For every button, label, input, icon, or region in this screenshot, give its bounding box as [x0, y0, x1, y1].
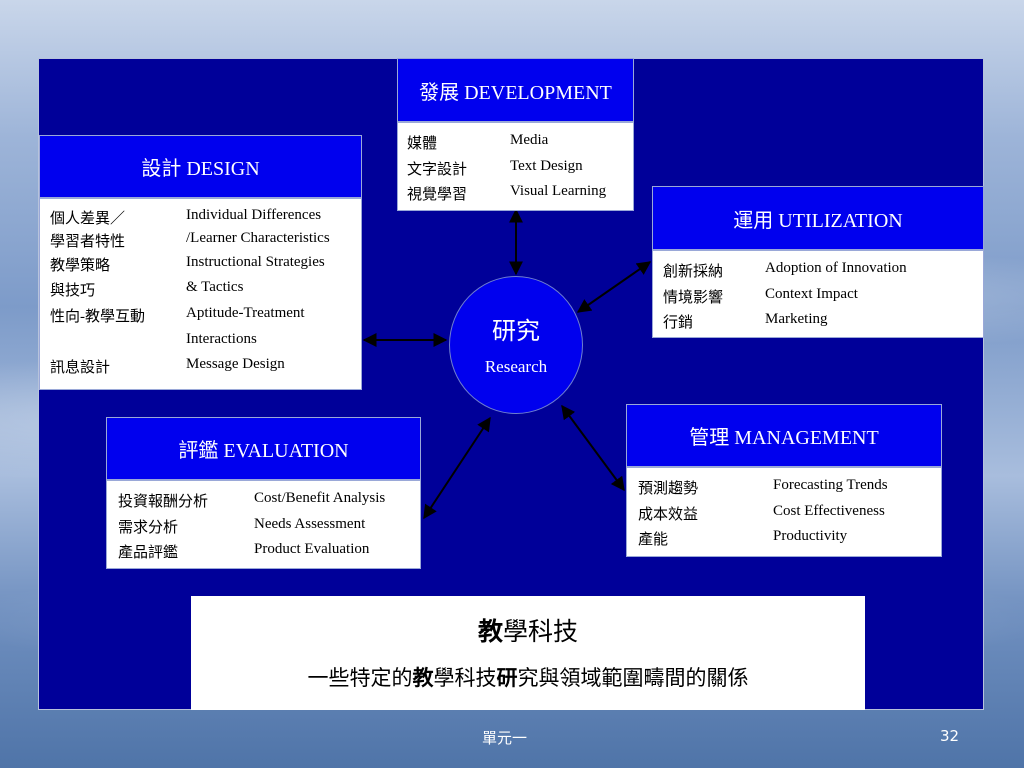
research-label-zh: 研究	[492, 319, 540, 345]
design-box: 設計 DESIGN 個人差異／Individual Differences 學習…	[39, 135, 362, 390]
management-title: 管理 MANAGEMENT	[626, 404, 942, 467]
arrow-research-management	[561, 404, 625, 492]
caption-title: 教學科技	[477, 617, 579, 646]
research-node: 研究 Research	[449, 276, 583, 414]
footer-unit: 單元一	[482, 729, 528, 747]
caption-box: 教學科技 一些特定的教學科技研究與領域範圍疇間的關係	[191, 596, 865, 710]
arrow-research-utilization	[576, 261, 652, 313]
design-body: 個人差異／Individual Differences 學習者特性/Learne…	[39, 198, 362, 390]
caption-subtitle: 一些特定的教學科技研究與領域範圍疇間的關係	[307, 666, 749, 690]
arrow-research-evaluation	[423, 416, 491, 520]
research-label-en: Research	[484, 357, 548, 376]
development-title: 發展 DEVELOPMENT	[397, 58, 634, 122]
utilization-title: 運用 UTILIZATION	[652, 186, 984, 250]
evaluation-title: 評鑑 EVALUATION	[106, 417, 421, 480]
design-title: 設計 DESIGN	[39, 135, 362, 198]
footer-page-number: 32	[940, 727, 960, 745]
